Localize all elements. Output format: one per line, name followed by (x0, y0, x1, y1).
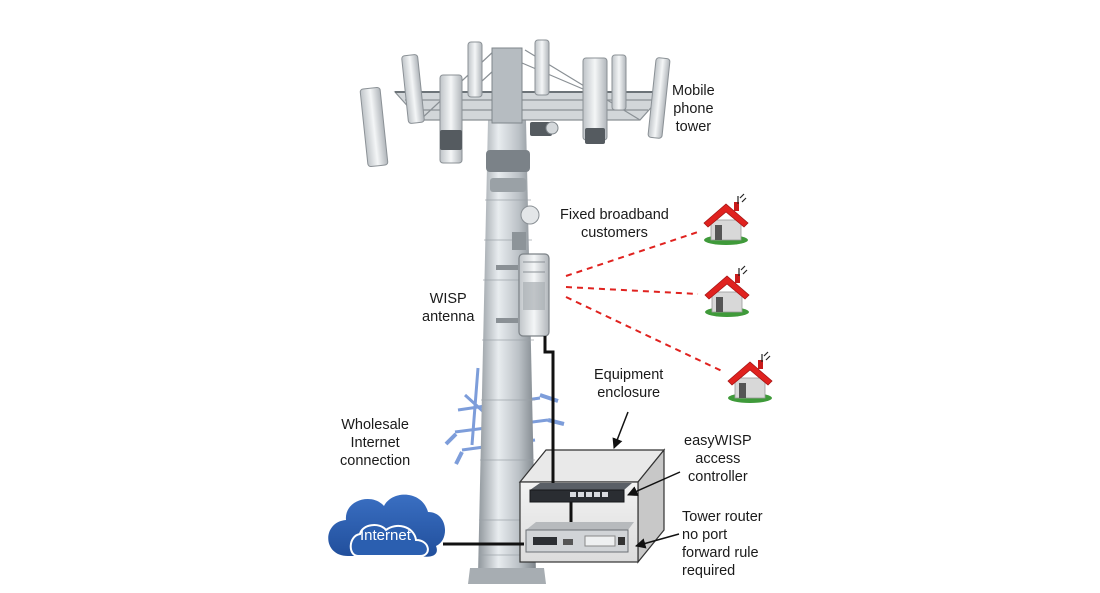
cell-tower-icon (359, 39, 671, 584)
wisp-antenna-label: WISP antenna (422, 291, 475, 325)
internet-cloud-label: Internet (360, 527, 411, 544)
house-icon (704, 265, 750, 318)
wisp-antenna-icon (496, 253, 550, 337)
easywisp-controller-label: easyWISP access controller (684, 433, 752, 485)
switch-icon (529, 483, 632, 503)
equipment-enclosure-label: Equipment enclosure (594, 367, 664, 401)
fixed-customers-label: Fixed broadband customers (560, 207, 669, 241)
wholesale-connection-label: Wholesale Internet connection (340, 417, 411, 469)
router-icon (525, 522, 634, 553)
house-icon (703, 193, 749, 246)
house-icon (727, 351, 773, 404)
mobile-tower-label: Mobile phone tower (672, 83, 715, 135)
cloud-icon (328, 494, 446, 557)
tower-router-label: Tower router no port forward rule requir… (682, 509, 763, 579)
callout-arrows (612, 411, 681, 549)
wireless-links (565, 231, 725, 373)
